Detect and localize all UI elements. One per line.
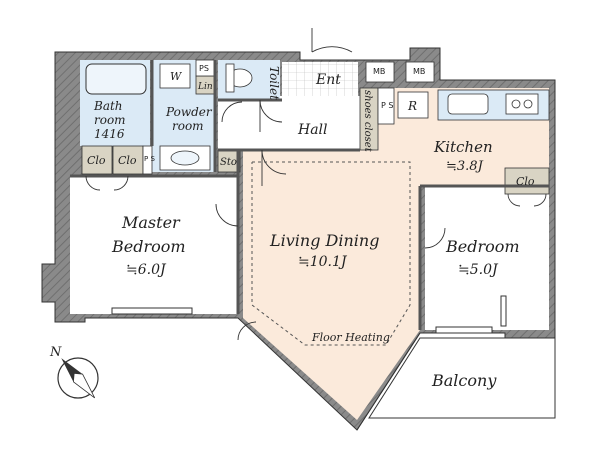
balcony-label: Balcony	[431, 371, 497, 390]
kitchen-size: ≒3.8J	[446, 159, 484, 174]
toilet-label: Toilet	[267, 66, 281, 100]
entrance-floor	[282, 62, 358, 96]
windows	[111, 295, 507, 334]
lin-label: Lin	[197, 82, 213, 92]
mb-box-2	[405, 61, 435, 83]
master-bedroom-label-1: Master	[121, 213, 181, 232]
balcony-floor	[368, 337, 556, 419]
master-bedroom-size: ≒6.0J	[126, 262, 167, 278]
shoes-closet-label: shoes closet	[362, 90, 373, 153]
ps-left-box	[142, 145, 153, 175]
ps-mid-box	[377, 87, 395, 125]
ps-top-label: PS	[199, 64, 209, 73]
living-dining-label: Living Dining	[269, 231, 379, 250]
w-label: W	[170, 70, 183, 83]
compass-north-label: N	[49, 345, 62, 360]
master-bedroom-label-2: Bedroom	[111, 237, 186, 256]
north-compass-icon: N	[49, 345, 99, 399]
closet-1	[81, 145, 113, 175]
hall-floor	[218, 96, 360, 150]
doors	[85, 28, 547, 341]
bathtub	[85, 63, 147, 95]
balcony-area	[356, 332, 556, 431]
bedroom-floor	[425, 186, 549, 330]
ps-mid-label: P S	[381, 101, 393, 110]
powder-label-1: Powder	[165, 105, 213, 119]
kitchen-stove	[505, 93, 539, 115]
fridge-box	[397, 91, 429, 119]
kitchen-sink	[447, 93, 489, 115]
mb-label-2: MB	[413, 67, 425, 76]
mb-label-1: MB	[373, 67, 385, 76]
bedroom-label: Bedroom	[445, 237, 520, 256]
interior-walls	[70, 60, 549, 330]
room-labels: Bath room 1416 W PS Lin Powder room Toil…	[87, 64, 535, 390]
mb-box-1	[365, 61, 395, 83]
storage-label: Sto	[220, 157, 237, 168]
master-bedroom-floor	[70, 176, 238, 314]
kitchen-label: Kitchen	[433, 138, 493, 156]
closet-label-1: Clo	[87, 154, 106, 167]
bedroom-closet-box	[504, 167, 550, 195]
living-dining-floor	[243, 126, 549, 420]
closet-label-2: Clo	[118, 154, 137, 167]
bedroom-closet-label: Clo	[516, 175, 535, 188]
ps-left-label: P S	[144, 155, 155, 163]
bath-label-1: Bath	[93, 99, 123, 113]
hall-label: Hall	[297, 122, 328, 138]
fixtures	[85, 63, 550, 171]
floor-heating-label: Floor Heating	[311, 331, 390, 344]
bath-label-2: room	[94, 113, 126, 127]
bedroom-size: ≒5.0J	[458, 262, 499, 278]
fridge-label: R	[407, 99, 417, 113]
living-dining-size: ≒10.1J	[298, 254, 348, 270]
bath-label-3: 1416	[94, 127, 125, 141]
powder-label-2: room	[172, 119, 204, 133]
floor-heating-outline	[251, 161, 411, 346]
ent-label: Ent	[315, 72, 341, 88]
